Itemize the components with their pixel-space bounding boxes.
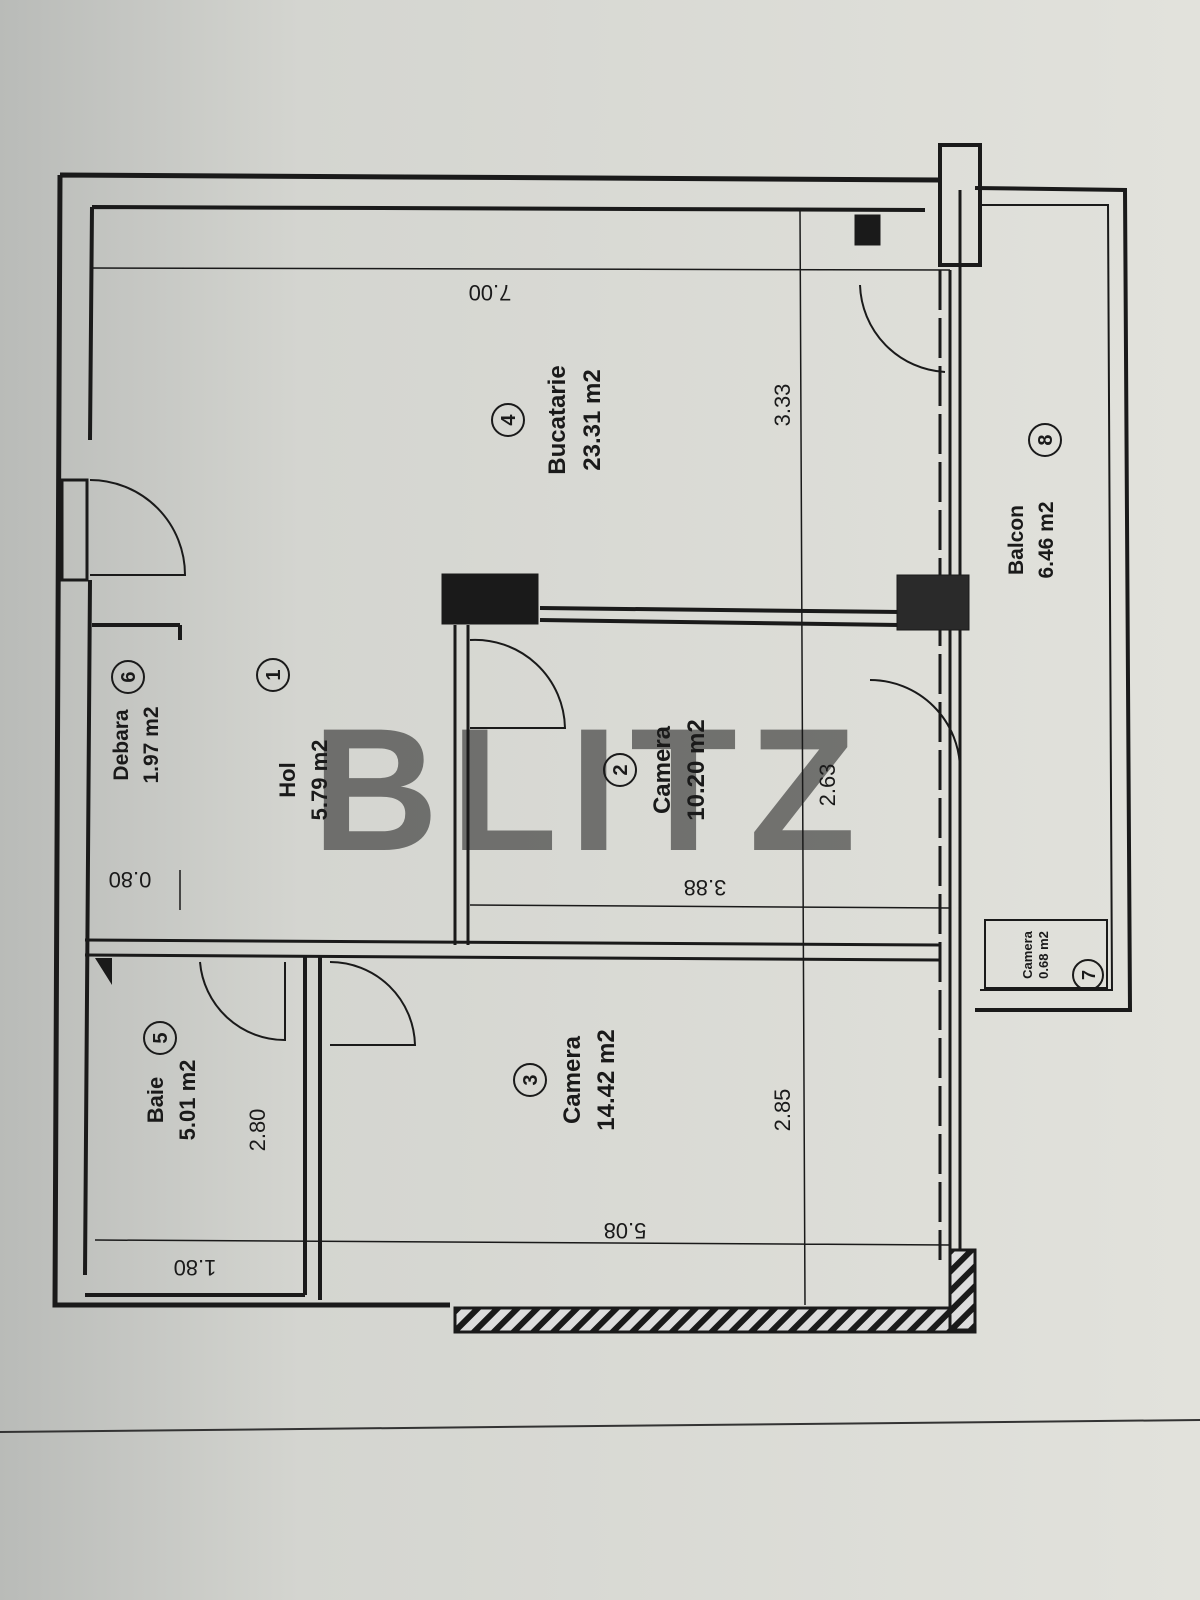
room-area: 1.97 m2 <box>140 706 163 783</box>
room-name: Baie <box>143 1077 168 1123</box>
room-area: 0.68 m2 <box>1036 931 1051 979</box>
room-label-8: 8 Balcon 6.46 m2 <box>1005 423 1062 579</box>
room-name: Camera <box>1020 930 1035 978</box>
hatched-wall <box>453 1306 977 1334</box>
room-number: 7 <box>1079 970 1099 980</box>
room-number: 6 <box>118 671 140 682</box>
dimension-bath-width: 1.80 <box>174 1255 217 1280</box>
dimension-room2-width: 3.88 <box>684 875 727 900</box>
room-area: 14.42 m2 <box>593 1029 620 1130</box>
room-label-6: 6 Debara 1.97 m2 <box>110 660 163 784</box>
room-label-3: 3 Camera 14.42 m2 <box>513 1029 620 1131</box>
room-number: 4 <box>498 414 520 426</box>
room-label-4: 4 Bucatarie 23.31 m2 <box>491 365 606 475</box>
room-name: Balcon <box>1005 505 1028 575</box>
paper-edge-line <box>0 1419 1200 1433</box>
room-name: Hol <box>275 762 300 797</box>
walls <box>52 143 1133 1308</box>
watermark: BLITZ <box>312 693 868 888</box>
room-number-circle <box>256 658 290 692</box>
room-area: 23.31 m2 <box>579 369 606 470</box>
room-name: Debara <box>110 709 133 781</box>
hatched-wall-corner <box>948 1248 977 1332</box>
room-label-2: 2 Camera 10.20 m2 <box>603 719 710 821</box>
room-name: Bucatarie <box>544 365 571 474</box>
room-label-1: 1 Hol 5.79 m2 <box>256 658 332 821</box>
room-number: 3 <box>520 1074 542 1085</box>
room-area: 6.46 m2 <box>1035 501 1058 578</box>
room-area: 5.79 m2 <box>307 740 332 821</box>
room-number: 1 <box>263 669 285 680</box>
dimension-room3-depth: 2.85 <box>770 1089 795 1132</box>
room-number: 2 <box>610 764 632 775</box>
room-area: 5.01 m2 <box>175 1060 200 1141</box>
dimension-top-width: 7.00 <box>469 280 512 305</box>
room-label-7: 7 Camera 0.68 m2 <box>1020 930 1104 991</box>
room-number: 5 <box>150 1032 172 1043</box>
dimension-room2-depth: 2.63 <box>815 764 840 807</box>
room-name: Camera <box>649 725 676 814</box>
room-area: 10.20 m2 <box>683 719 710 820</box>
dimension-hall-width: 0.80 <box>109 867 152 892</box>
dimension-kitchen-depth: 3.33 <box>770 384 795 427</box>
dimension-bath-depth: 2.80 <box>245 1109 270 1152</box>
room-name: Camera <box>559 1035 586 1124</box>
shaft-icon <box>95 958 112 985</box>
dimension-room3-width: 5.08 <box>604 1218 647 1243</box>
room-number: 8 <box>1035 434 1057 445</box>
chimney-icon <box>854 214 881 246</box>
room-label-5: 5 Baie 5.01 m2 <box>143 1021 200 1141</box>
